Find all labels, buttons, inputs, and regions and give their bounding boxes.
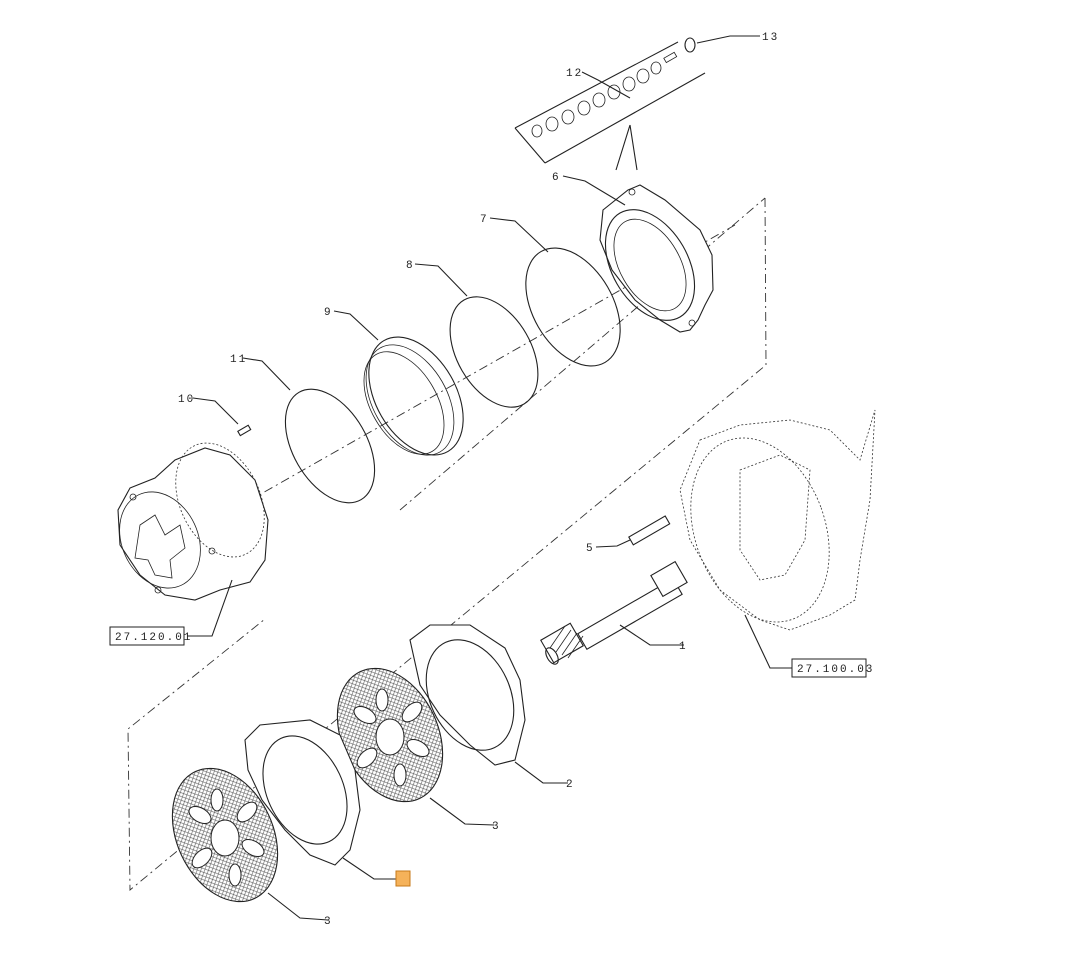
part-8-seal-ring[interactable] xyxy=(432,282,556,423)
axle-housing-reference xyxy=(679,409,876,631)
callout-2: 2 xyxy=(566,779,575,791)
part-1-shaft[interactable] xyxy=(540,560,688,667)
part-6-piston-housing[interactable] xyxy=(587,184,714,336)
highlight-marker[interactable] xyxy=(395,870,411,887)
callout-10: 10 xyxy=(178,394,195,406)
callout-12: 12 xyxy=(566,68,583,80)
part-3-friction-disc-left[interactable] xyxy=(152,751,298,918)
callout-7: 7 xyxy=(480,214,489,226)
part-11-seal-ring[interactable] xyxy=(267,374,393,518)
part-9-piston[interactable] xyxy=(347,321,482,472)
wheel-hub-reference xyxy=(117,442,269,601)
part-3-friction-disc[interactable] xyxy=(317,651,463,818)
reference-box-left[interactable]: 27.120.01 xyxy=(109,626,192,646)
callout-3b: 3 xyxy=(324,916,333,928)
leader-lines xyxy=(187,35,795,921)
reference-box-right[interactable]: 27.100.03 xyxy=(791,658,874,678)
callout-11: 11 xyxy=(230,354,247,366)
callout-13: 13 xyxy=(762,32,779,44)
part-13-o-ring[interactable] xyxy=(684,37,696,53)
reference-left-label: 27.120.01 xyxy=(115,632,192,644)
callout-8: 8 xyxy=(406,260,415,272)
part-5-dowel[interactable] xyxy=(628,515,671,546)
part-2-steel-plate[interactable] xyxy=(409,624,531,766)
part-7-seal-ring[interactable] xyxy=(506,232,639,383)
callout-6: 6 xyxy=(552,172,561,184)
steel-plate-left[interactable] xyxy=(244,719,364,866)
callout-3a: 3 xyxy=(492,821,501,833)
callout-5: 5 xyxy=(586,543,595,555)
part-12-seal-kit[interactable] xyxy=(514,41,706,171)
part-10-pin[interactable] xyxy=(237,424,252,437)
callout-9: 9 xyxy=(324,307,333,319)
callout-1: 1 xyxy=(679,641,688,653)
reference-right-label: 27.100.03 xyxy=(797,664,874,676)
